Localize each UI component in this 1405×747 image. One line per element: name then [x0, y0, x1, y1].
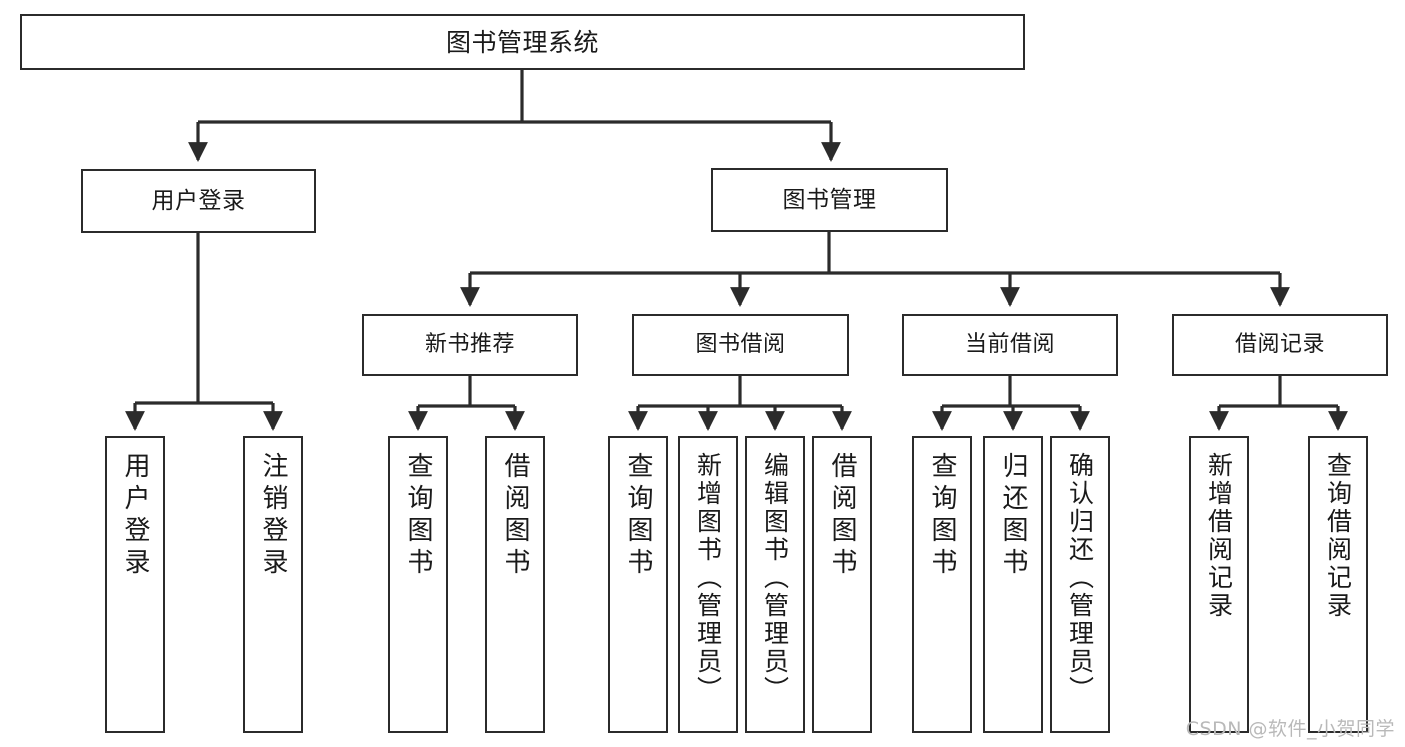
node-leaf-query-borrow-record[interactable]: 查询借阅记录	[1308, 436, 1368, 733]
node-root-book-management-system[interactable]: 图书管理系统	[20, 14, 1025, 70]
node-borrow-record[interactable]: 借阅记录	[1172, 314, 1388, 376]
node-leaf-add-borrow-record[interactable]: 新增借阅记录	[1189, 436, 1249, 733]
node-leaf-query-book-3[interactable]: 查询图书	[912, 436, 972, 733]
node-label: 归还图书	[998, 452, 1028, 580]
node-label: 查询借阅记录	[1323, 452, 1353, 620]
node-leaf-confirm-return-admin[interactable]: 确认归还（管理员）	[1050, 436, 1110, 733]
node-leaf-query-book-1[interactable]: 查询图书	[388, 436, 448, 733]
node-label: 借阅图书	[827, 452, 857, 580]
node-leaf-edit-book-admin[interactable]: 编辑图书（管理员）	[745, 436, 805, 733]
node-label: 借阅图书	[500, 452, 530, 580]
node-leaf-user-logout[interactable]: 注销登录	[243, 436, 303, 733]
node-user-login[interactable]: 用户登录	[81, 169, 316, 233]
node-leaf-return-book[interactable]: 归还图书	[983, 436, 1043, 733]
node-leaf-add-book-admin[interactable]: 新增图书（管理员）	[678, 436, 738, 733]
node-label: 编辑图书（管理员）	[760, 452, 790, 704]
node-label: 当前借阅	[964, 332, 1055, 358]
node-label: 新书推荐	[424, 332, 515, 358]
node-leaf-user-login[interactable]: 用户登录	[105, 436, 165, 733]
node-label: 新增图书（管理员）	[693, 452, 723, 704]
node-current-borrow[interactable]: 当前借阅	[902, 314, 1118, 376]
node-label: 查询图书	[623, 452, 653, 580]
node-label: 用户登录	[151, 187, 246, 214]
node-label: 注销登录	[258, 452, 288, 580]
node-label: 查询图书	[403, 452, 433, 580]
node-book-borrow[interactable]: 图书借阅	[632, 314, 849, 376]
node-new-book-recommend[interactable]: 新书推荐	[362, 314, 578, 376]
node-label: 新增借阅记录	[1204, 452, 1234, 620]
csdn-watermark: CSDN @软件_小贺同学	[1185, 718, 1395, 740]
node-label: 用户登录	[120, 452, 150, 580]
node-label: 确认归还（管理员）	[1065, 452, 1095, 704]
node-label: 借阅记录	[1234, 332, 1325, 358]
node-leaf-borrow-book-2[interactable]: 借阅图书	[812, 436, 872, 733]
node-label: 图书管理	[782, 186, 877, 213]
node-leaf-borrow-book-1[interactable]: 借阅图书	[485, 436, 545, 733]
node-book-manage[interactable]: 图书管理	[711, 168, 948, 232]
node-label: 图书管理系统	[445, 27, 599, 57]
node-label: 图书借阅	[695, 332, 786, 358]
node-leaf-query-book-2[interactable]: 查询图书	[608, 436, 668, 733]
node-label: 查询图书	[927, 452, 957, 580]
